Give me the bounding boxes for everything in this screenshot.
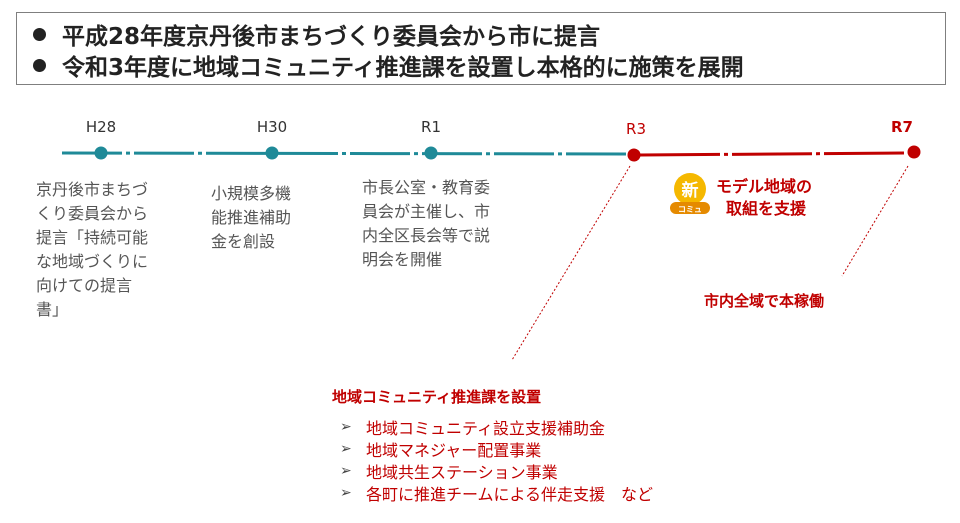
desc-r1: 市長公室・教育委 員会が主催し、市 内全区長会等で説 明会を開催	[362, 178, 491, 269]
timeline-label-r1: R1	[421, 118, 441, 136]
timeline-dot-h30	[265, 146, 279, 160]
list-item: ➢ 地域共生ステーション事業	[340, 460, 653, 482]
svg-text:コミュ: コミュ	[678, 205, 702, 214]
header-line-1: 平成28年度京丹後市まちづくり委員会から市に提言	[33, 19, 601, 50]
timeline-dot-r3	[627, 148, 641, 162]
list-item: ➢ 各町に推進チームによる伴走支援 など	[340, 482, 653, 504]
header-box: 平成28年度京丹後市まちづくり委員会から市に提言 令和3年度に地域コミュニティ推…	[16, 12, 946, 85]
connector-r3	[511, 165, 631, 361]
model-line-1: モデル地域の	[716, 177, 813, 196]
list-item-text: 地域コミュニティ設立支援補助金	[366, 419, 606, 438]
list-item-text: 地域マネジャー配置事業	[366, 441, 542, 460]
header-line-2: 令和3年度に地域コミュニティ推進課を設置し本格的に施策を展開	[33, 50, 744, 81]
header-text-2: 令和3年度に地域コミュニティ推進課を設置し本格的に施策を展開	[62, 55, 744, 81]
new-community-badge-icon: 新 コミュ	[670, 173, 710, 214]
timeline-dot-r7	[907, 145, 921, 159]
bullet-dot-icon	[33, 27, 46, 41]
connector-r7	[841, 165, 909, 277]
list-item-text: 地域共生ステーション事業	[366, 463, 558, 482]
desc-h28: 京丹後市まちづ くり委員会から 提言「持続可能 な地域づくりに 向けての提言 書…	[36, 180, 149, 319]
timeline-teal-line	[61, 151, 629, 156]
timeline-dot-r1	[424, 146, 438, 160]
list-item-text: 各町に推進チームによる伴走支援 など	[366, 485, 654, 504]
arrow-bullet-icon: ➢	[340, 419, 352, 435]
arrow-bullet-icon: ➢	[340, 485, 352, 501]
timeline-label-r7: R7	[891, 118, 913, 136]
timeline-label-h30: H30	[256, 118, 288, 136]
section-title: 地域コミュニティ推進課を設置	[332, 388, 542, 406]
timeline-dot-h28	[94, 146, 108, 160]
timeline-label-r3: R3	[626, 120, 646, 138]
arrow-bullet-icon: ➢	[340, 463, 352, 479]
header-text-1: 平成28年度京丹後市まちづくり委員会から市に提言	[62, 24, 601, 50]
measures-list: ➢ 地域コミュニティ設立支援補助金 ➢ 地域マネジャー配置事業 ➢ 地域共生ステ…	[340, 416, 653, 504]
model-line-2: 取組を支援	[726, 199, 807, 218]
model-region-text: モデル地域の 取組を支援	[716, 176, 812, 220]
list-item: ➢ 地域マネジャー配置事業	[340, 438, 653, 460]
desc-h30: 小規模多機 能推進補助 金を創設	[211, 184, 292, 251]
list-item: ➢ 地域コミュニティ設立支援補助金	[340, 416, 653, 438]
bullet-dot-icon	[33, 58, 46, 72]
arrow-bullet-icon: ➢	[340, 441, 352, 457]
svg-text:新: 新	[682, 180, 699, 201]
timeline-label-h28: H28	[85, 118, 117, 136]
timeline-red-line	[639, 151, 911, 157]
city-wide-text: 市内全域で本稼働	[704, 292, 825, 310]
